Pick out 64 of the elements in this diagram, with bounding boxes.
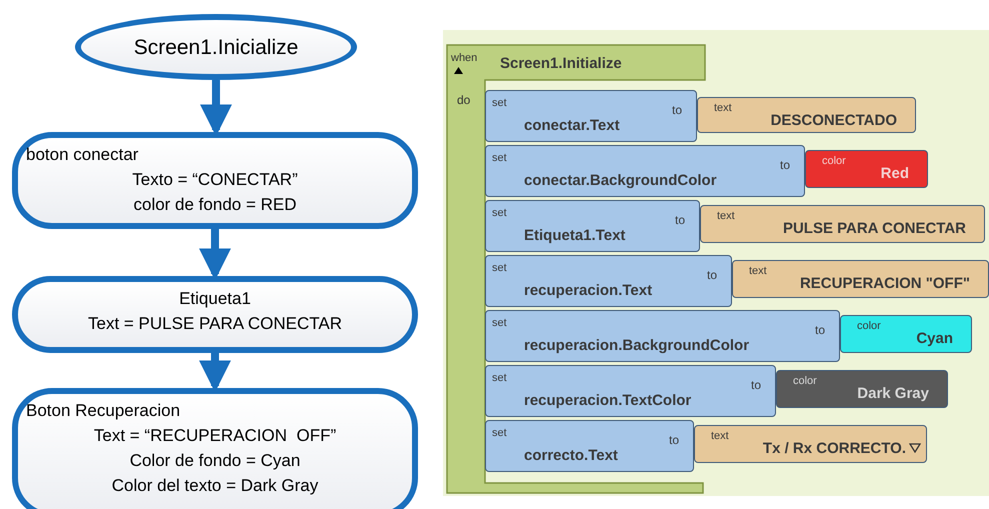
node-text: color de fondo = RED <box>132 194 298 216</box>
block-keyword: to <box>672 103 682 117</box>
node-heading: boton conectar <box>26 144 140 166</box>
block-label: correcto.Text <box>524 447 618 464</box>
value-block <box>697 97 916 133</box>
node-heading: Etiqueta1 <box>178 288 252 310</box>
block-value: Dark Gray <box>857 385 929 402</box>
block-label: Etiqueta1.Text <box>524 227 626 244</box>
code-block <box>485 420 694 472</box>
block-keyword: color <box>857 320 881 332</box>
block-keyword: set <box>492 427 507 439</box>
node-heading: Boton Recuperacion <box>26 400 182 422</box>
value-block <box>732 260 989 298</box>
block-keyword: to <box>780 158 790 172</box>
block-keyword: set <box>492 97 507 109</box>
block-label: recuperacion.TextColor <box>524 392 692 409</box>
process-box <box>12 132 418 229</box>
block-keyword: color <box>822 155 846 167</box>
block-label: conectar.Text <box>524 117 620 134</box>
block-keyword: when <box>451 52 478 64</box>
block-value: Red <box>880 165 909 182</box>
value-block <box>776 370 948 408</box>
block-keyword: text <box>717 210 735 222</box>
code-block <box>485 255 732 307</box>
block-keyword: set <box>492 152 507 164</box>
block-keyword: set <box>492 207 507 219</box>
block-value: Cyan <box>916 330 953 347</box>
block-value: Tx / Rx CORRECTO. <box>762 440 906 457</box>
block-value: RECUPERACION "OFF" <box>800 275 970 292</box>
node-text: Text = PULSE PARA CONECTAR <box>87 313 343 335</box>
node-text: Color del texto = Dark Gray <box>110 475 320 497</box>
code-block <box>485 145 805 197</box>
block-keyword: set <box>492 372 507 384</box>
block-keyword: text <box>749 265 767 277</box>
value-block <box>805 150 928 188</box>
block-label: recuperacion.BackgroundColor <box>524 337 750 354</box>
process-box <box>12 388 418 509</box>
block-keyword: to <box>668 433 679 447</box>
code-block <box>485 365 776 417</box>
block-label: conectar.BackgroundColor <box>524 172 717 189</box>
code-block <box>485 90 697 142</box>
block-value: DESCONECTADO <box>770 112 897 129</box>
block-keyword: set <box>492 317 507 329</box>
code-block <box>485 200 700 252</box>
node-text: Screen1.Inicialize <box>134 34 298 60</box>
value-block <box>694 425 927 463</box>
block-label: Screen1.Initialize <box>500 55 622 72</box>
code-block <box>485 310 840 362</box>
block-keyword: to <box>706 268 717 282</box>
block-keyword: color <box>793 375 817 387</box>
block-value: PULSE PARA CONECTAR <box>782 220 966 237</box>
value-block <box>700 205 985 243</box>
node-text: Color de fondo = Cyan <box>128 450 302 472</box>
block-keyword: text <box>711 430 729 442</box>
value-block <box>840 315 972 353</box>
node-text: Text = “RECUPERACION OFF” <box>92 425 338 447</box>
block-label: recuperacion.Text <box>524 282 652 299</box>
block-keyword: to <box>674 213 685 227</box>
block-keyword: set <box>492 262 507 274</box>
block-keyword: to <box>814 323 825 337</box>
node-text: Texto = “CONECTAR” <box>131 169 299 191</box>
block-keyword: do <box>457 93 470 107</box>
block-keyword: text <box>714 102 732 114</box>
block-keyword: to <box>750 378 761 392</box>
